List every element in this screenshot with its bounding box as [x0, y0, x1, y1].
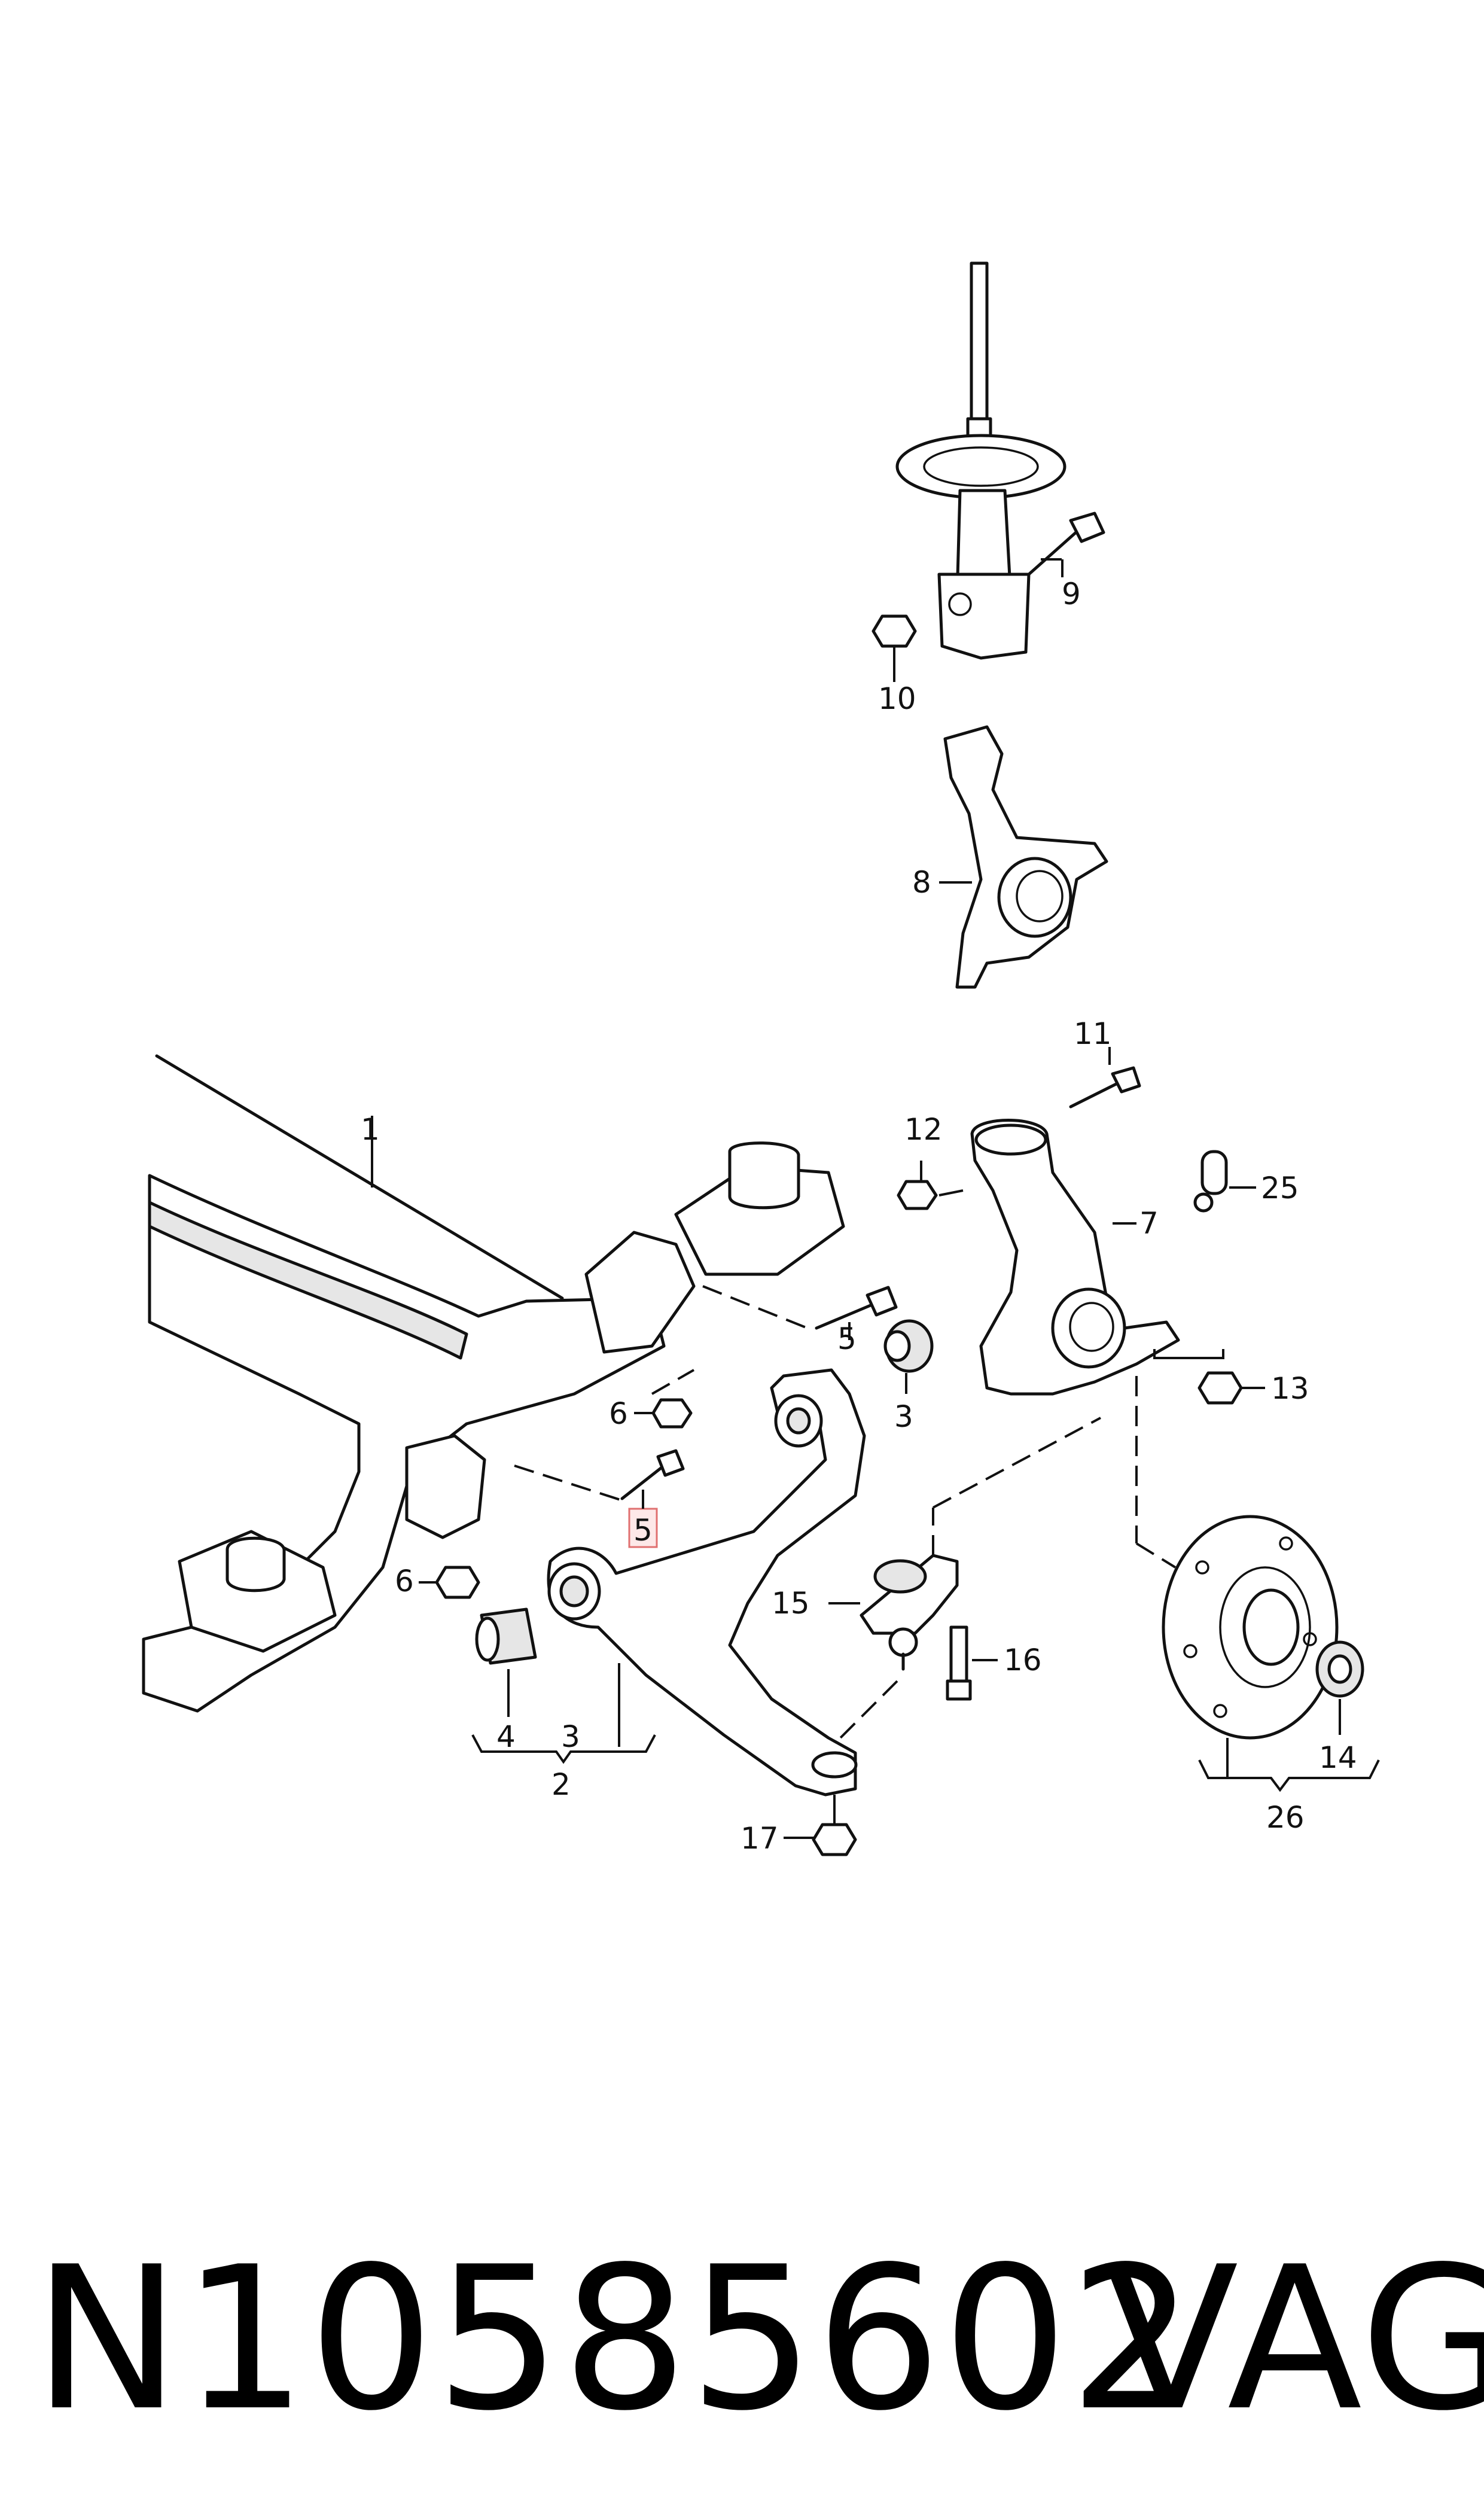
callout-5-highlighted: 5 — [633, 1513, 653, 1548]
bracket-26 — [1198, 1759, 1380, 1792]
callout-16: 16 — [1004, 1643, 1042, 1677]
nut-6-lower — [435, 1566, 480, 1599]
callout-6-lower: 6 — [395, 1564, 414, 1599]
callout-8: 8 — [912, 865, 931, 900]
callout-4: 4 — [496, 1719, 516, 1754]
hub-nut-14 — [1315, 1640, 1364, 1698]
callout-7: 7 — [1139, 1206, 1159, 1241]
callout-9: 9 — [1062, 577, 1081, 611]
callout-6-upper: 6 — [609, 1396, 628, 1431]
callout-13: 13 — [1271, 1371, 1309, 1406]
part-number: N10585602 — [33, 2224, 1196, 2454]
callout-1: 1 — [361, 1112, 380, 1147]
bushing-4 — [475, 1607, 537, 1665]
bushing-3-right — [883, 1319, 934, 1373]
callout-26: 26 — [1266, 1800, 1305, 1835]
bolt-5-upper — [815, 1286, 898, 1330]
bolt-5-highlighted — [620, 1449, 685, 1500]
control-arm-2 — [547, 1368, 866, 1797]
suspension-exploded-diagram: 9 10 8 1 5 3 6 — [142, 261, 1380, 1856]
bolt-25 — [1193, 1150, 1228, 1213]
bracket-2 — [471, 1734, 656, 1764]
nut-6-upper — [651, 1398, 693, 1429]
wheel-hub-26 — [1162, 1515, 1339, 1740]
callout-14: 14 — [1319, 1740, 1357, 1775]
callout-3-right: 3 — [894, 1399, 913, 1434]
nut-10 — [871, 614, 917, 648]
callout-3-left: 3 — [561, 1719, 580, 1754]
steering-knuckle-8 — [943, 725, 1108, 989]
nut-17 — [812, 1823, 857, 1856]
strut-assembly — [895, 261, 1105, 660]
nut-12 — [897, 1180, 938, 1210]
callout-2: 2 — [551, 1767, 571, 1802]
callout-17: 17 — [741, 1821, 779, 1856]
callout-10: 10 — [878, 681, 916, 716]
footer-caption: N10585602 VAG — [0, 2213, 1484, 2465]
highlight-box-5 — [628, 1508, 658, 1548]
callout-12: 12 — [904, 1112, 943, 1147]
callout-11: 11 — [1074, 1016, 1112, 1051]
brand-name: VAG — [1104, 2224, 1484, 2454]
nut-13 — [1197, 1371, 1243, 1405]
callout-5-upper: 5 — [837, 1322, 857, 1356]
wheel-bearing-housing-7 — [970, 1119, 1180, 1396]
subframe-1 — [142, 1054, 845, 1713]
bolt-11 — [1069, 1066, 1141, 1109]
bolt-16 — [946, 1625, 972, 1701]
callout-15: 15 — [772, 1586, 810, 1621]
callout-25: 25 — [1261, 1171, 1299, 1205]
ball-joint-15 — [860, 1554, 959, 1671]
